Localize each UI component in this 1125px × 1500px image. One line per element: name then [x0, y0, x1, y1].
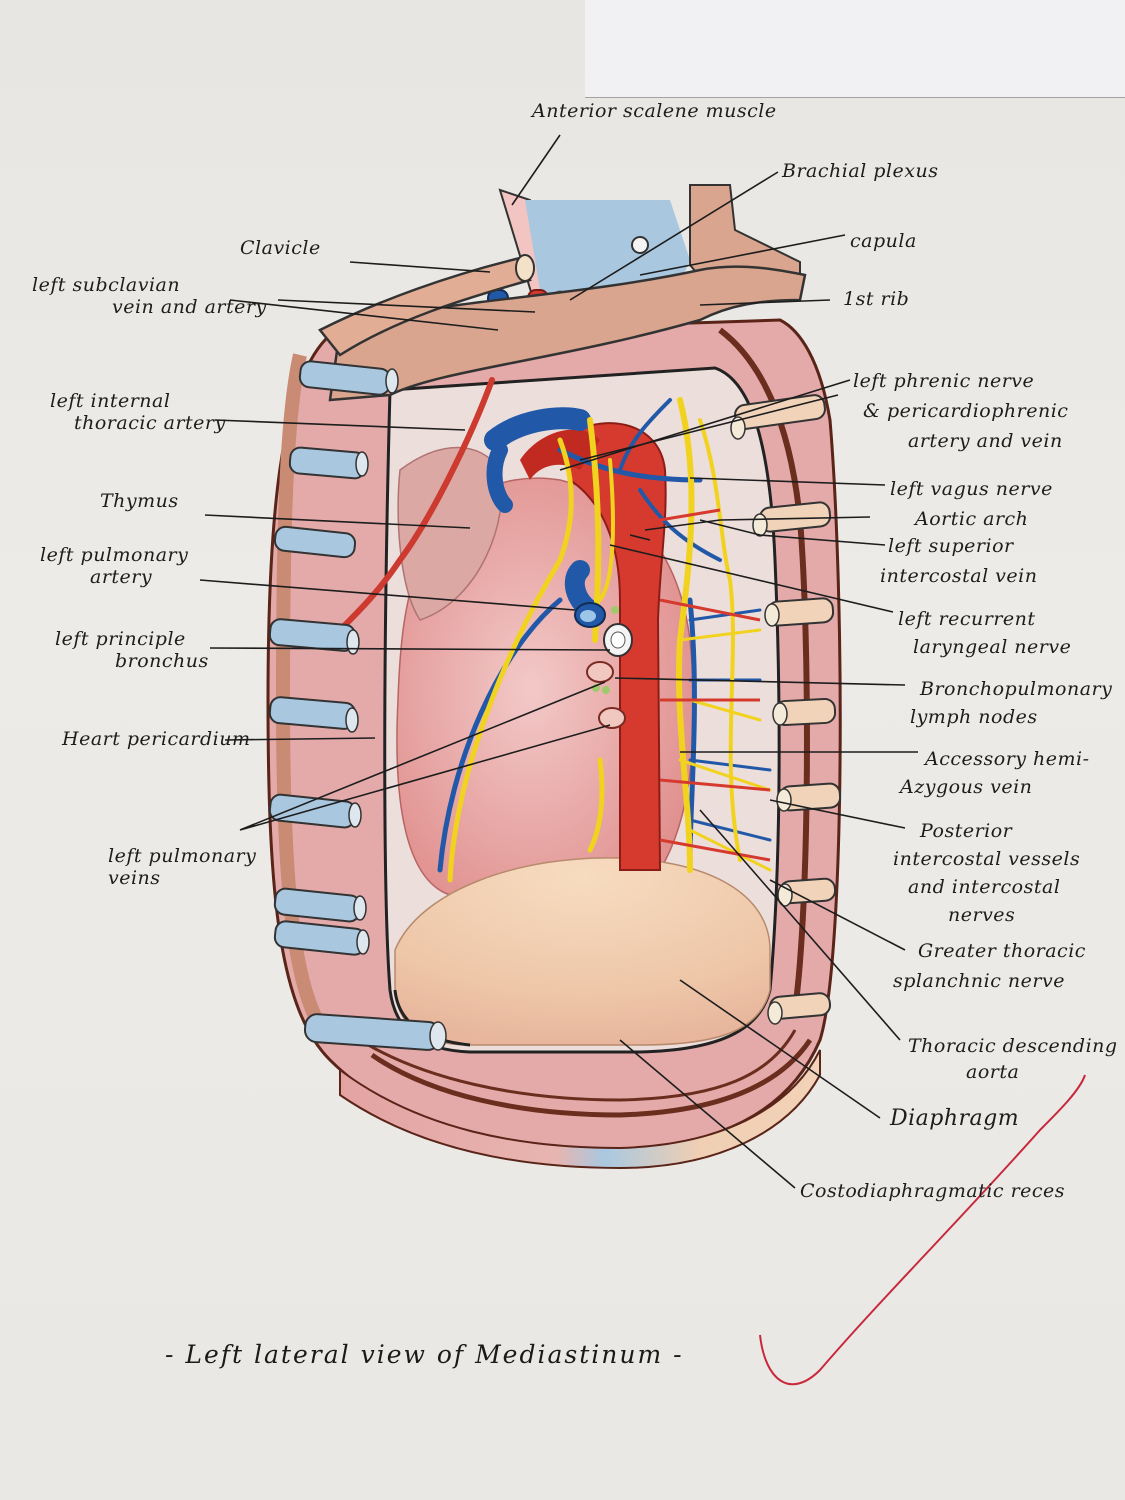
label-posterior-intercostal: Posterior intercostal vessels and interc…: [893, 820, 1081, 926]
label-left-pulmonary-veins: left pulmonary veins: [108, 845, 257, 889]
label-capula: capula: [850, 230, 917, 252]
figure-caption: - Left lateral view of Mediastinum -: [165, 1340, 684, 1369]
label-left-phrenic: left phrenic nerve & pericardiophrenic a…: [853, 370, 1069, 452]
label-greater-splanchnic: Greater thoracic splanchnic nerve: [893, 940, 1086, 992]
label-left-pulmonary-artery: left pulmonary artery: [40, 544, 189, 588]
first-rib: [328, 265, 807, 402]
label-heart-pericardium: Heart pericardium: [62, 728, 251, 750]
label-left-vagus: left vagus nerve: [890, 478, 1053, 500]
label-left-recurrent-laryngeal: left recurrent laryngeal nerve: [898, 608, 1072, 658]
label-diaphragm: Diaphragm: [890, 1106, 1020, 1131]
internal-thoracic-artery: [342, 377, 495, 628]
ribs-posterior: [730, 394, 842, 1025]
label-left-principle-bronchus: left principle bronchus: [55, 628, 209, 672]
label-clavicle: Clavicle: [240, 237, 321, 259]
label-left-internal-thoracic: left internal thoracic artery: [50, 390, 226, 434]
leader-lines: [199, 134, 918, 1189]
label-left-subclavian: left subclavian vein and artery: [32, 274, 267, 318]
label-first-rib: 1st rib: [843, 288, 910, 310]
grade-mark: [759, 1074, 1086, 1386]
label-anterior-scalene: Anterior scalene muscle: [532, 100, 777, 122]
label-aortic-arch: Aortic arch: [915, 508, 1029, 530]
veins: [437, 398, 772, 873]
label-brachial-plexus: Brachial plexus: [782, 160, 939, 182]
diaphragm-shape: [394, 857, 771, 1046]
label-costodiaphragmatic: Costodiaphragmatic reces: [800, 1180, 1066, 1202]
pulmonary-hilum: [574, 602, 633, 729]
label-thoracic-descending-aorta: Thoracic descending aorta: [908, 1035, 1118, 1083]
label-thymus: Thymus: [100, 490, 179, 512]
background-corner: [585, 0, 1125, 97]
label-accessory-hemiazygous: Accessory hemi- Azygous vein: [900, 748, 1090, 798]
label-bronchopulmonary-lymph: Bronchopulmonary lymph nodes: [910, 678, 1113, 728]
label-left-superior-intercostal: left superior intercostal vein: [880, 535, 1038, 587]
ribs-anterior: [268, 360, 447, 1051]
arterial-branches: [659, 508, 771, 862]
